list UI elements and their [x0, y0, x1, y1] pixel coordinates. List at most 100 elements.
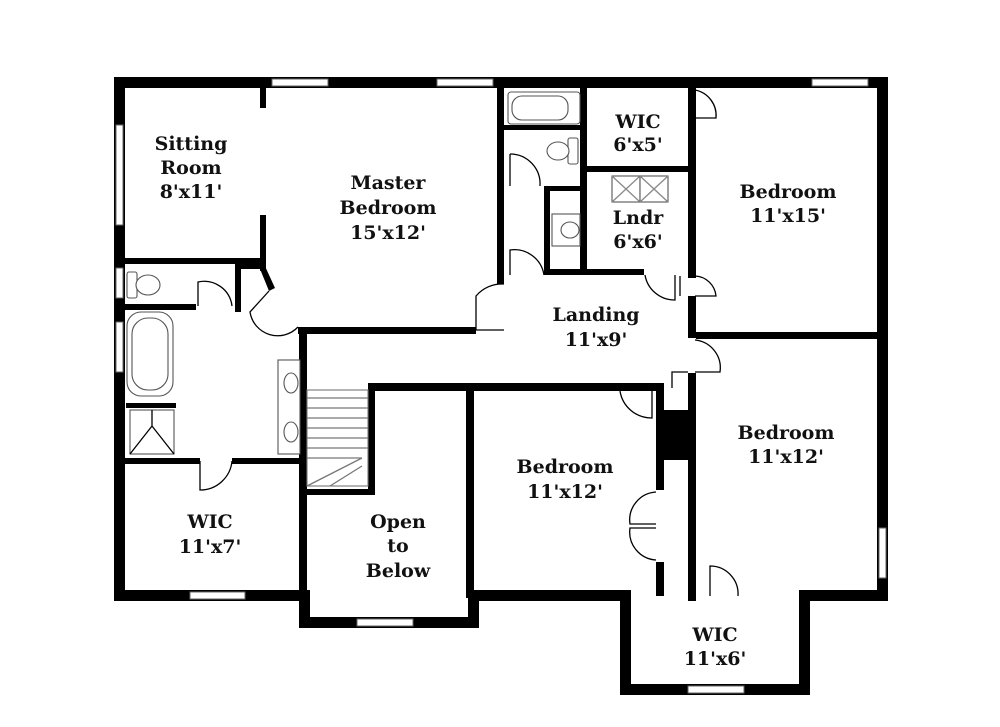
wall-center-right [656, 383, 664, 411]
label-bedroom-ne: Bedroom [740, 181, 837, 203]
window-wic-bottom [687, 685, 745, 694]
wall-notch-mid [468, 590, 479, 628]
label-wic-sw-size: 11'x7' [179, 536, 242, 558]
label-wic-sw: WIC [186, 511, 232, 533]
wall-bedroom-ne-left [688, 296, 696, 338]
door-laundry [644, 274, 676, 301]
window-master-top [436, 78, 494, 87]
label-master-size: 15'x12' [350, 222, 426, 244]
windows [115, 78, 887, 694]
wall-sitting-lower [260, 215, 266, 271]
stair-winder [329, 465, 363, 487]
toilet-master-bowl [135, 274, 161, 296]
wall-wic-sw-top-a [120, 458, 200, 464]
label-open-line2: to [387, 535, 408, 557]
label-bedroom-center: Bedroom [517, 456, 614, 478]
wall-notch-left [299, 590, 310, 628]
door-bath-closet [197, 280, 233, 307]
room-labels: Sitting Room 8'x11' Master Bedroom 15'x1… [155, 111, 837, 670]
dryer-cross [639, 175, 669, 203]
fixtures [126, 91, 669, 487]
wall-wic-bottom-left [620, 590, 631, 695]
label-wic-bottom: WIC [691, 624, 737, 646]
door-bedroom-ne [694, 275, 717, 297]
wall-bedroom-divider [696, 332, 882, 339]
wall-closet-left-lower [656, 562, 664, 596]
door-closet-center-a [629, 491, 657, 525]
wall-bath2-bottom [544, 269, 644, 275]
label-landing-size: 11'x9' [565, 329, 628, 351]
wall-tub2-bottom [504, 125, 581, 130]
door-bedroom-se-leaf [671, 371, 688, 388]
wall-bedroom-se-left [688, 373, 696, 601]
window-sitting-left [115, 124, 124, 226]
wall-toilet-bottom [120, 304, 196, 310]
wall-open-top [307, 489, 375, 495]
tub-master-inner [131, 317, 169, 391]
wall-bath-diagonal [258, 264, 275, 291]
label-laundry: Lndr [613, 207, 664, 229]
wall-sitting-upper [260, 86, 266, 108]
wall-bath2-sink [544, 186, 550, 274]
stair-winder [306, 457, 363, 487]
wall-wic-sw-top-b [232, 458, 307, 464]
door-bedroom-se [694, 339, 721, 373]
label-bedroom-ne-size: 11'x15' [750, 205, 826, 227]
wall-chimney [656, 410, 690, 460]
label-master-line1: Master [351, 172, 427, 194]
sink-master-a [283, 372, 299, 394]
wall-sitting-bottom [120, 258, 266, 264]
shower-master-lines [129, 410, 175, 455]
window-bath-left-b [115, 321, 124, 373]
wall-open-right [466, 383, 474, 598]
label-wic-top-size: 6'x5' [613, 134, 662, 156]
wall-wic-top-bottom [584, 166, 694, 172]
label-wic-top: WIC [614, 111, 660, 133]
wall-stair-top [368, 383, 664, 391]
wall-bath2-mid [544, 186, 584, 191]
door-master-landing [475, 283, 505, 330]
door-bath2-landing [509, 249, 545, 276]
wall-closet-left [656, 460, 664, 490]
door-wic-bottom [709, 565, 739, 597]
washer-cross [611, 175, 641, 203]
doors [197, 89, 739, 597]
window-bedroom-ne-top [811, 78, 869, 87]
label-sitting-room-line1: Sitting [155, 133, 228, 155]
wall-open-left [368, 383, 375, 495]
window-bedroom-se-right [878, 527, 887, 579]
label-bedroom-center-size: 11'x12' [527, 481, 603, 503]
wall-bath2-right [580, 86, 587, 274]
wall-bath-right [299, 327, 307, 461]
stairs [306, 389, 369, 487]
wall-laundry-right-lower [688, 270, 696, 278]
wall-shower-top [126, 403, 176, 408]
door-wic-top [694, 89, 717, 119]
window-wic-sw-bottom [189, 591, 246, 600]
door-bath2-inner [509, 153, 541, 187]
wall-wic-sw-right [299, 458, 307, 594]
label-sitting-room-size: 8'x11' [160, 181, 223, 203]
label-master-line2: Bedroom [340, 197, 437, 219]
walls [114, 77, 888, 695]
door-closet-center-b [629, 527, 657, 561]
label-wic-bottom-size: 11'x6' [684, 648, 747, 670]
wall-top [114, 77, 888, 88]
label-landing: Landing [552, 304, 639, 326]
door-master-bath [249, 290, 299, 337]
wall-master-bottom [298, 327, 476, 334]
label-open-line1: Open [370, 511, 426, 533]
label-sitting-room-line2: Room [160, 157, 221, 179]
wall-laundry-right [688, 86, 696, 276]
wall-bath-closet-left [235, 264, 241, 312]
wall-bottom-center [468, 590, 631, 601]
window-bath-left-a [115, 267, 124, 299]
sink-hall [560, 221, 580, 239]
window-sitting-top [271, 78, 329, 87]
sink-master-b [283, 421, 299, 443]
wall-bath-closet-top [236, 264, 262, 269]
wall-master-right [497, 86, 504, 284]
window-open-bottom [356, 618, 414, 627]
door-wic-sw [199, 460, 233, 491]
